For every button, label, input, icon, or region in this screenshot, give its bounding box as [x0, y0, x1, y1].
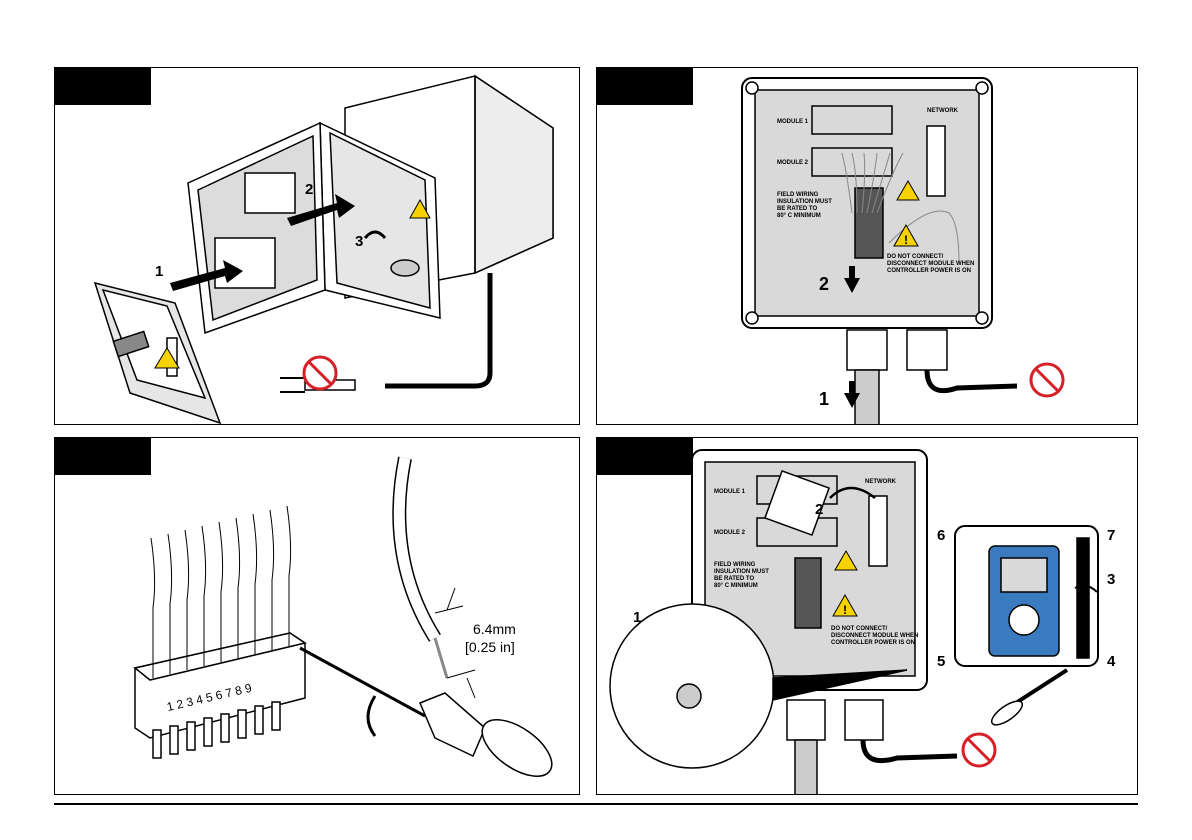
no-power-plug-icon — [961, 732, 997, 768]
callout-2: 2 — [819, 274, 829, 294]
callout-3: 3 — [355, 233, 363, 250]
step-tab — [597, 68, 693, 105]
warning-line-2: DISCONNECT MODULE WHEN — [831, 633, 918, 639]
field-wiring-line-1: FIELD WIRING — [777, 192, 819, 198]
step-panel-2: ! MODULE 1 MODULE 2 NETWORK FIELD WIRING… — [596, 67, 1138, 425]
illustration-open-controller: 1 2 3 — [93, 74, 554, 424]
field-wiring-line-4: 80° C MINIMUM — [714, 583, 758, 589]
rotate-arrow-icon — [1074, 584, 1098, 593]
warning-line-1: DO NOT CONNECT/ — [887, 254, 944, 260]
high-voltage-warning-icon — [896, 180, 920, 201]
warning-line-3: CONTROLLER POWER IS ON — [831, 640, 915, 646]
step-tab — [597, 438, 693, 475]
high-voltage-warning-icon — [834, 550, 858, 571]
illustration-terminal-wiring: 6.4mm [0.25 in] 1 2 3 4 5 6 7 8 9 — [133, 456, 553, 777]
network-label: NETWORK — [927, 108, 959, 114]
warning-line-2: DISCONNECT MODULE WHEN — [887, 261, 974, 267]
svg-text:!: ! — [904, 233, 908, 247]
step-panel-1: 1 2 3 — [54, 67, 580, 425]
field-wiring-line-4: 80° C MINIMUM — [777, 213, 821, 219]
callout-1: 1 — [819, 389, 829, 409]
field-wiring-line-1: FIELD WIRING — [714, 562, 756, 568]
illustration-module-connect: ! MODULE 1 MODULE 2 NETWORK FIELD WIRING… — [609, 449, 1116, 794]
no-power-plug-icon — [302, 355, 338, 391]
callout-7: 7 — [1107, 527, 1115, 544]
step-tab — [55, 68, 151, 105]
illustration-wiring-cable-entry: ! MODULE 1 MODULE 2 NETWORK FIELD WIRING… — [741, 77, 1065, 424]
callout-6: 6 — [937, 527, 945, 544]
no-power-plug-icon — [1029, 362, 1065, 398]
module-1-label: MODULE 1 — [714, 489, 746, 495]
strip-length-metric: 6.4mm — [473, 621, 516, 637]
callout-5: 5 — [937, 653, 945, 670]
warning-line-1: DO NOT CONNECT/ — [831, 626, 888, 632]
callout-4: 4 — [1107, 653, 1116, 670]
field-wiring-line-3: BE RATED TO — [777, 206, 817, 212]
warning-line-3: CONTROLLER POWER IS ON — [887, 268, 971, 274]
callout-1: 1 — [155, 263, 163, 280]
callout-2: 2 — [815, 501, 823, 518]
callout-1: 1 — [633, 609, 641, 626]
module-2-label: MODULE 2 — [714, 530, 746, 536]
module-2-label: MODULE 2 — [777, 160, 809, 166]
callout-2: 2 — [305, 181, 313, 198]
field-wiring-line-2: INSULATION MUST — [714, 569, 769, 575]
module-1-label: MODULE 1 — [777, 119, 809, 125]
caution-warning-icon: ! — [893, 223, 919, 247]
step-tab — [55, 438, 151, 475]
strip-length-imperial: [0.25 in] — [465, 639, 515, 655]
rotate-arrow-icon — [366, 695, 377, 737]
caution-warning-icon: ! — [832, 593, 858, 617]
step-panel-3: 6.4mm [0.25 in] 1 2 3 4 5 6 7 8 9 — [54, 437, 580, 795]
network-label: NETWORK — [865, 479, 897, 485]
field-wiring-line-3: BE RATED TO — [714, 576, 754, 582]
step-panel-4: ! MODULE 1 MODULE 2 NETWORK FIELD WIRING… — [596, 437, 1138, 795]
field-wiring-line-2: INSULATION MUST — [777, 199, 832, 205]
push-arrow-icon — [844, 381, 860, 408]
svg-text:!: ! — [843, 603, 847, 617]
rotate-arrow-icon — [829, 486, 876, 499]
footer-rule — [54, 803, 1138, 805]
callout-3: 3 — [1107, 571, 1115, 588]
push-arrow-icon — [844, 266, 860, 293]
